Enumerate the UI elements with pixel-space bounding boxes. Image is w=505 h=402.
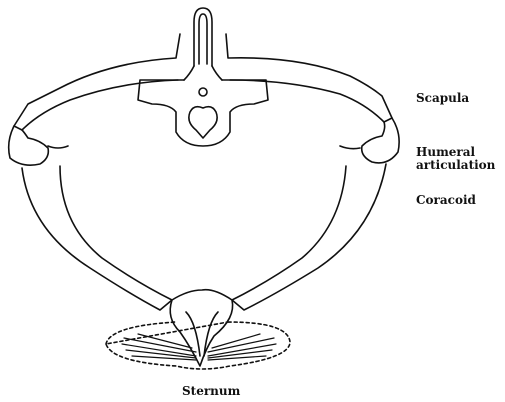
centrum: [189, 107, 217, 138]
transverse-processes: [138, 80, 268, 146]
right-humeral-articulation: [362, 118, 399, 163]
neural-spine: [194, 8, 212, 66]
right-scapula: [226, 34, 392, 122]
neural-spine-inner: [199, 14, 207, 64]
coracoid-label: Coracoid: [416, 194, 476, 207]
vertebra: [138, 8, 268, 146]
right-coracoid: [232, 164, 386, 310]
left-scapula: [14, 34, 180, 130]
humeral-articulation-label: Humeral articulation: [416, 146, 495, 172]
neural-canal: [199, 88, 207, 96]
sternum-label: Sternum: [182, 385, 240, 398]
humeral-label-line2: articulation: [416, 159, 495, 172]
left-humeral-articulation: [9, 126, 49, 165]
scapula-label: Scapula: [416, 92, 469, 105]
sternal-keel: [170, 290, 232, 366]
left-coracoid: [22, 166, 172, 310]
pectoral-muscle-right: [208, 334, 276, 360]
